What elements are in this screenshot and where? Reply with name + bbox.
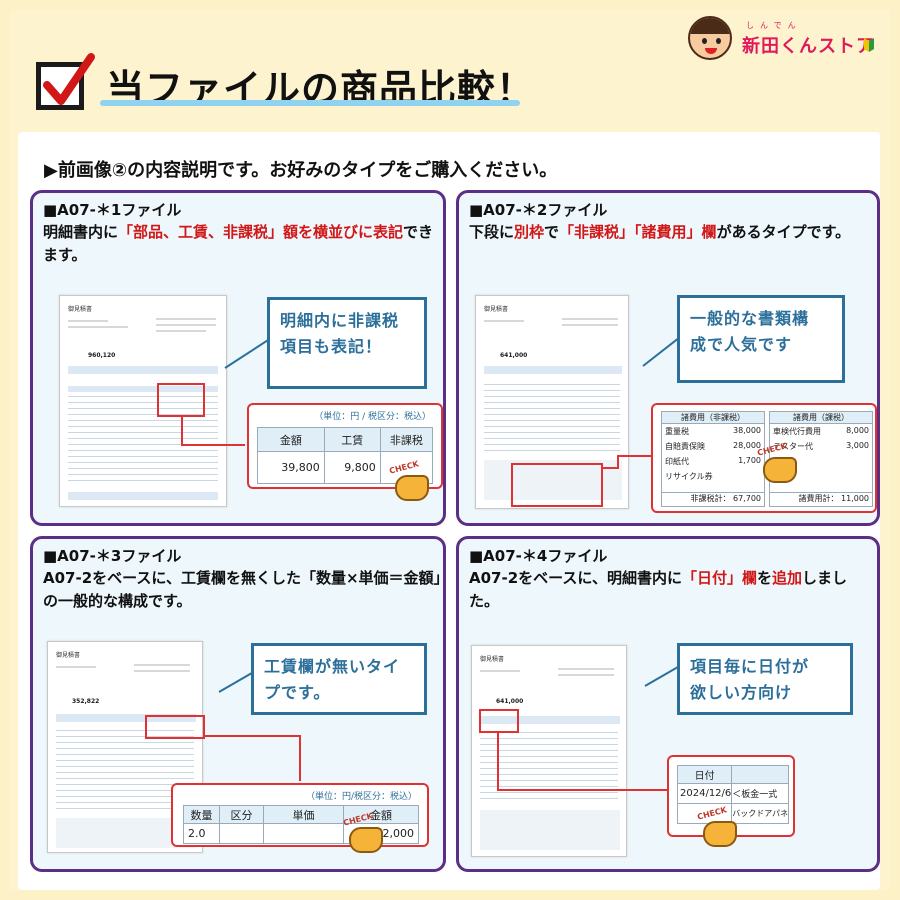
- zoom-table: 日付 2024/12/6 ＜板金一式 バックドアパネ: [667, 755, 795, 837]
- subtitle: ▶前画像②の内容説明です。お好みのタイプをご購入ください。: [44, 160, 558, 181]
- callout-box: 明細内に非課税項目も表記！: [267, 297, 427, 389]
- mascot-face-icon: [688, 16, 732, 60]
- card-description: 明細書内に「部品、工賃、非課税」額を横並びに表記できます。: [43, 223, 434, 264]
- card-title: ■A07-＊2ファイル: [469, 201, 608, 219]
- highlight-box: [479, 709, 519, 733]
- document-thumbnail: 御見積書 641,000: [471, 645, 627, 857]
- check-hand-icon: CHECK: [342, 811, 387, 855]
- document-thumbnail: 御見積書 960,120: [59, 295, 227, 507]
- check-hand-icon: CHECK: [756, 441, 801, 485]
- document-thumbnail: 御見積書 641,000: [475, 295, 629, 509]
- check-hand-icon: CHECK: [696, 805, 741, 849]
- card-title: ■A07-＊3ファイル: [43, 547, 182, 565]
- card-a07-3: ■A07-＊3ファイル A07-2をベースに、工賃欄を無くした「数量×単価＝金額…: [30, 536, 446, 872]
- callout-box: 一般的な書類構成で人気です: [677, 295, 845, 383]
- checkmark-box-icon: [36, 53, 95, 110]
- highlight-box: [511, 463, 603, 507]
- callout-box: 工賃欄が無いタイプです。: [251, 643, 427, 715]
- card-a07-4: ■A07-＊4ファイル A07-2をベースに、明細書内に「日付」欄を追加しました…: [456, 536, 880, 872]
- logo-text: 新田くんストア: [742, 36, 875, 57]
- store-logo[interactable]: しんでん 新田くんストア: [688, 14, 878, 62]
- highlight-box: [145, 715, 205, 739]
- title-underline: [100, 100, 520, 106]
- callout-box: 項目毎に日付が欲しい方向け: [677, 643, 853, 715]
- card-description: A07-2をベースに、工賃欄を無くした「数量×単価＝金額」の一般的な構成です。: [43, 569, 442, 610]
- beginner-leaf-icon: [864, 38, 874, 52]
- zoom-table: （単位：円/税区分：税込） 数量 区分 単価 金額 2.0 12,000: [171, 783, 429, 847]
- card-a07-1: ■A07-＊1ファイル 明細書内に「部品、工賃、非課税」額を横並びに表記できます…: [30, 190, 446, 526]
- highlight-box: [157, 383, 205, 417]
- logo-ruby: しんでん: [746, 21, 802, 30]
- zoom-table: （単位：円 / 税区分：税込） 金額 工賃 非課税 39,800 9,800: [247, 403, 443, 489]
- card-title: ■A07-＊1ファイル: [43, 201, 182, 219]
- card-description: 下段に別枠で「非課税」「諸費用」欄があるタイプです。: [469, 223, 851, 241]
- card-description: A07-2をベースに、明細書内に「日付」欄を追加しました。: [469, 569, 848, 610]
- card-title: ■A07-＊4ファイル: [469, 547, 608, 565]
- card-a07-2: ■A07-＊2ファイル 下段に別枠で「非課税」「諸費用」欄があるタイプです。 御…: [456, 190, 880, 526]
- check-hand-icon: CHECK: [388, 459, 433, 503]
